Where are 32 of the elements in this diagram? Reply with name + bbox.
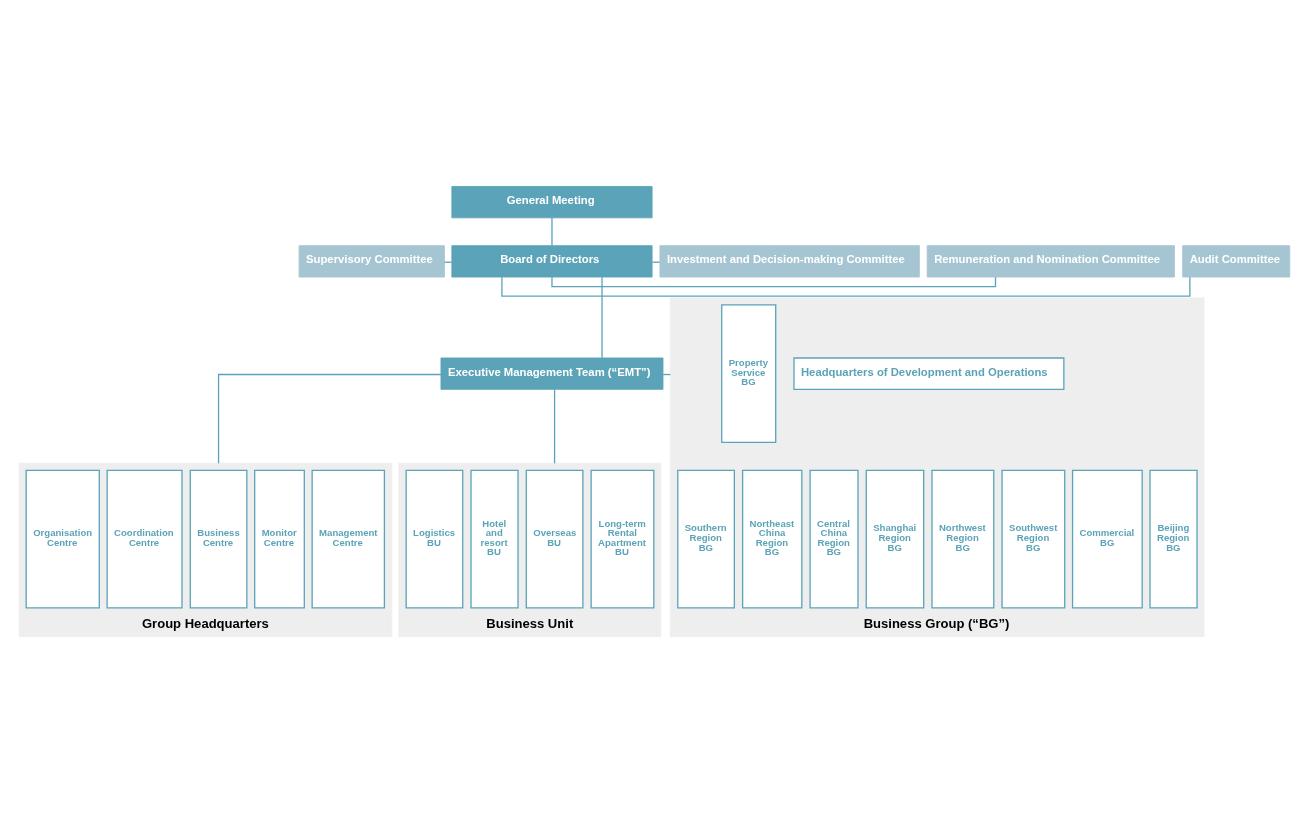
node-box: Northeast China Region BG — [741, 469, 803, 608]
node-box: Hotel and resort BU — [470, 469, 519, 608]
node-box: Long-term Rental Apartment BU — [590, 469, 655, 608]
node-box: Investment and Decision-making Committee — [659, 244, 920, 277]
node-box: Business Centre — [189, 469, 248, 608]
connector — [601, 276, 603, 359]
node-box: Southern Region BG — [677, 469, 735, 608]
connector — [551, 276, 997, 287]
node-box: Southwest Region BG — [1001, 469, 1066, 608]
connector — [553, 388, 556, 464]
node-box: Commercial BG — [1071, 469, 1143, 608]
node-box: Monitor Centre — [254, 469, 305, 608]
node-box: Beijing Region BG — [1149, 469, 1198, 608]
node-box: Property Service BG — [721, 303, 777, 443]
node-box: Overseas BU — [525, 469, 584, 608]
node-box: Organisation Centre — [25, 469, 100, 608]
connector — [501, 275, 1191, 297]
connector — [217, 373, 442, 464]
node-box: Headquarters of Development and Operations — [793, 356, 1065, 390]
connector — [551, 216, 553, 246]
node-box: Management Centre — [311, 469, 386, 608]
node-box: Shanghai Region BG — [865, 469, 925, 608]
node-box: Executive Management Team (“EMT”) — [440, 357, 664, 390]
node-box: Remuneration and Nomination Committee — [926, 244, 1175, 277]
node-box: Coordination Centre — [106, 469, 183, 608]
node-box: Central China Region BG — [809, 469, 859, 608]
node-box: Logistics BU — [405, 469, 464, 608]
node-box: Supervisory Committee — [298, 244, 445, 277]
node-box: Board of Directors — [451, 244, 653, 277]
node-box: General Meeting — [451, 185, 653, 218]
node-box: Northwest Region BG — [931, 469, 995, 608]
node-box: Audit Committee — [1182, 244, 1291, 277]
